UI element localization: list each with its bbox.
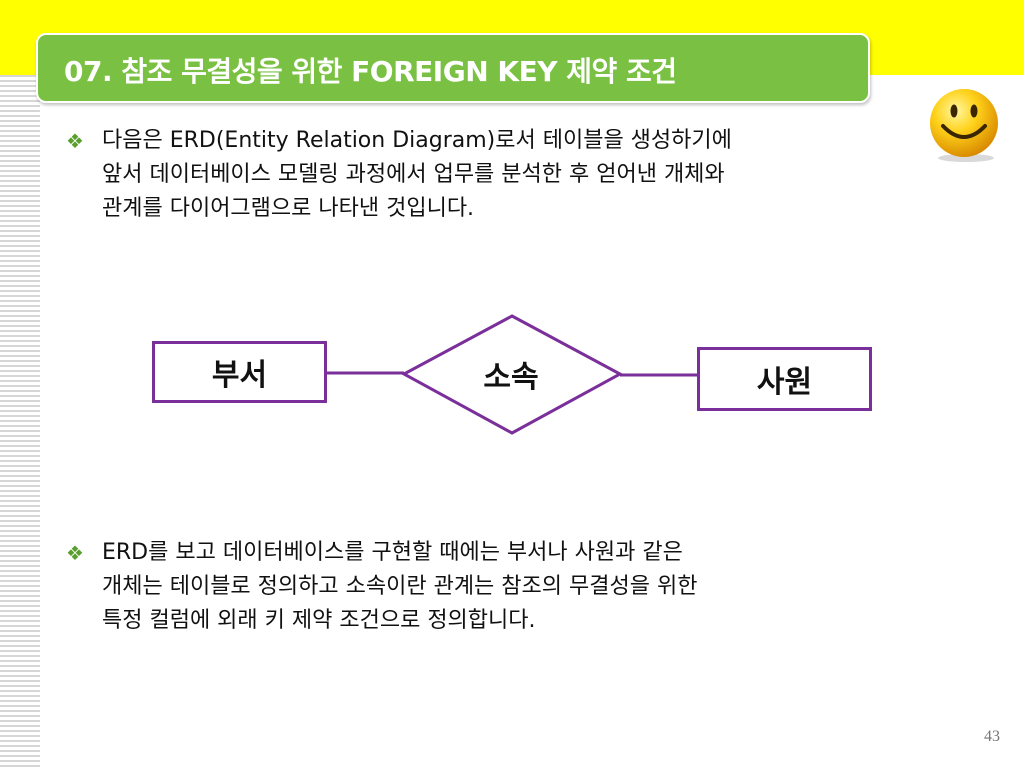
relationship-diamond [400,314,624,435]
bullet-line: 앞서 데이터베이스 모델링 과정에서 업무를 분석한 후 얻어낸 개체와 [102,162,725,187]
smiley-face-icon [926,86,1004,164]
bullet-line: 특정 컬럼에 외래 키 제약 조건으로 정의합니다. [102,608,536,633]
erd-diagram: 부서 소속 사원 [150,312,880,438]
bullet-diamond-icon: ❖ [66,129,84,153]
bullet-line: 개체는 테이블로 정의하고 소속이란 관계는 참조의 무결성을 위한 [102,574,698,599]
slide-title: 07. 참조 무결성을 위한 FOREIGN KEY 제약 조건 [64,55,677,88]
bullet-line: ERD를 보고 데이터베이스를 구현할 때에는 부서나 사원과 같은 [102,540,683,565]
relationship-label: 소속 [483,360,539,395]
bullet-line: 다음은 ERD(Entity Relation Diagram)로서 테이블을 … [102,128,732,153]
title-bar: 07. 참조 무결성을 위한 FOREIGN KEY 제약 조건 [36,33,870,103]
bullet-diamond-icon: ❖ [66,541,84,565]
left-striped-margin [0,75,40,768]
entity-department: 부서 [152,341,327,403]
entity-employee: 사원 [697,347,872,411]
bullet-line: 관계를 다이어그램으로 나타낸 것입니다. [102,196,475,221]
page-number: 43 [984,728,1000,745]
